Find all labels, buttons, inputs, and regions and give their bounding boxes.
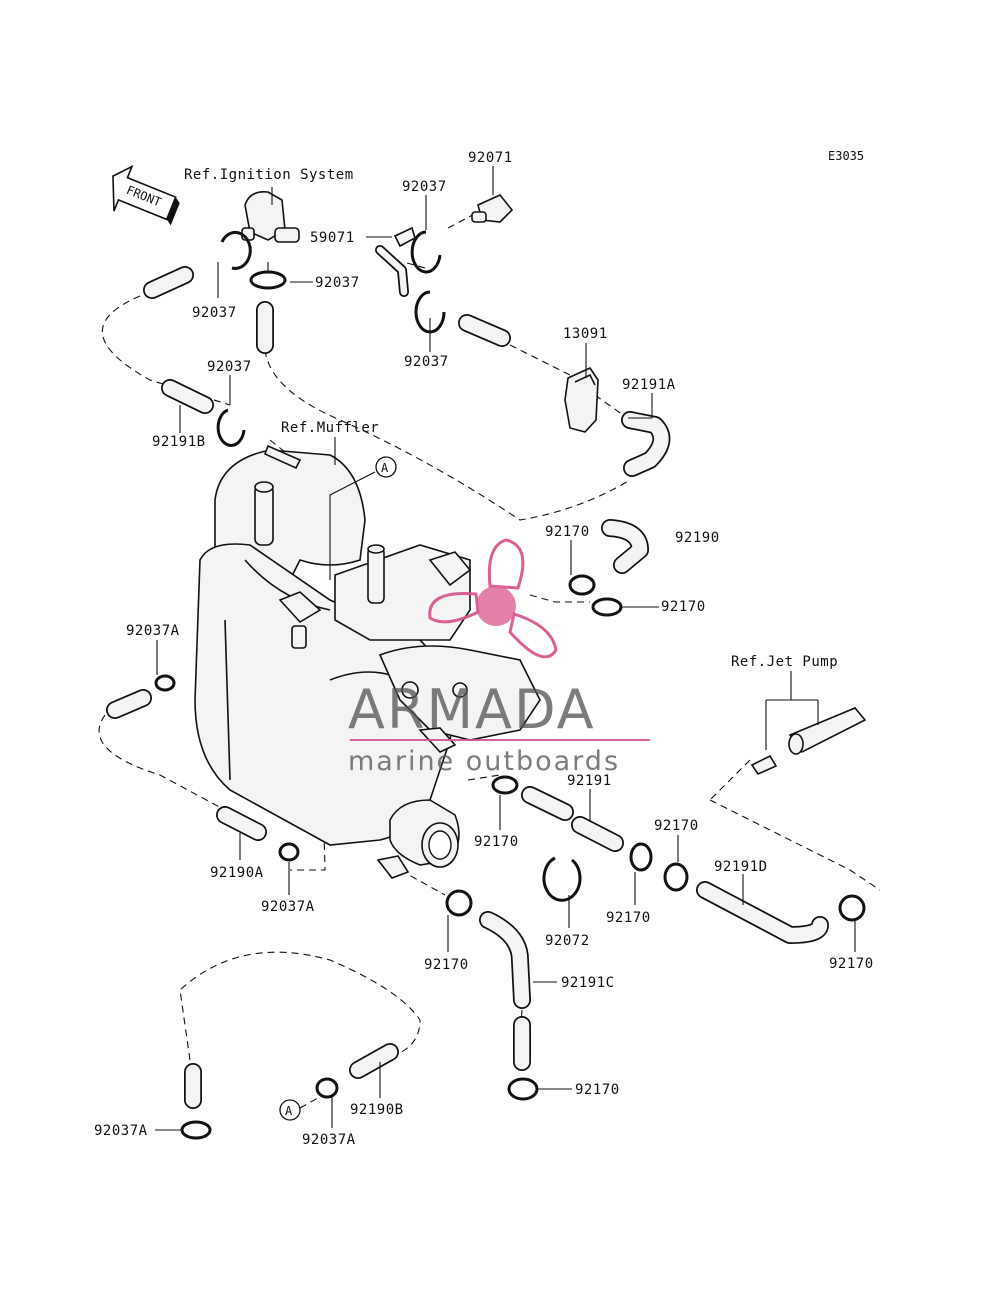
ignition-fitting — [241, 190, 300, 243]
routing-line — [447, 209, 483, 229]
clamp-icon — [542, 856, 582, 902]
part-label: 92170 — [654, 818, 699, 834]
clamp-icon — [507, 1077, 539, 1101]
part-label: 92071 — [468, 150, 513, 166]
clamp-icon — [663, 862, 689, 892]
part-13091-block — [564, 366, 599, 433]
clamp-icon — [154, 674, 176, 692]
clamp-icon — [414, 290, 446, 334]
clamp-icon — [838, 894, 866, 922]
clamp-rings — [154, 230, 866, 1140]
routing-line — [101, 295, 231, 406]
part-label: 92037 — [207, 359, 252, 375]
part-label: 92037A — [94, 1123, 148, 1139]
part-label: 92037 — [404, 354, 449, 370]
part-labels: 92071 92037 59071 92037 92037 92037 1309… — [94, 150, 874, 1148]
callout-a-upper: A — [375, 456, 397, 478]
clamp-icon — [568, 574, 596, 596]
part-label: 92191B — [152, 434, 206, 450]
watermark-brand: ARMADA — [348, 678, 596, 741]
armada-watermark: ARMADA marine outboards — [348, 538, 650, 777]
clamp-icon — [410, 230, 442, 274]
diagram-code: E3035 — [828, 149, 864, 163]
part-label: 92170 — [424, 957, 469, 973]
ref-jet-pump: Ref.Jet Pump — [731, 654, 838, 670]
clamp-icon — [278, 842, 300, 862]
callout-a-lower: A — [279, 1099, 301, 1121]
ref-ignition-system: Ref.Ignition System — [184, 167, 354, 183]
routing-line — [709, 799, 881, 891]
clamp-icon — [491, 775, 519, 795]
part-label: 92170 — [575, 1082, 620, 1098]
part-label: 92037 — [402, 179, 447, 195]
routing-line — [299, 1097, 319, 1109]
part-label: 92170 — [474, 834, 519, 850]
clamp-icon — [629, 842, 653, 872]
svg-text:A: A — [381, 461, 389, 475]
clamp-icon — [445, 889, 473, 917]
part-label: 92191D — [714, 859, 768, 875]
part-label: 92191 — [567, 773, 612, 789]
ref-muffler: Ref.Muffler — [281, 420, 379, 436]
clamp-icon — [180, 1120, 212, 1140]
part-59071-elbow — [375, 226, 416, 297]
routing-line — [709, 759, 751, 801]
part-label: 92037A — [261, 899, 315, 915]
routing-line — [98, 714, 226, 811]
part-label: 92191A — [622, 377, 676, 393]
part-label: 92170 — [661, 599, 706, 615]
part-label: 92037 — [315, 275, 360, 291]
part-label: 92072 — [545, 933, 590, 949]
svg-text:A: A — [285, 1104, 293, 1118]
front-arrow-icon: FRONT — [112, 164, 180, 226]
part-label: 92190B — [350, 1102, 404, 1118]
propeller-logo-icon — [428, 538, 558, 659]
leader-lines — [155, 166, 856, 1131]
clamp-icon — [315, 1077, 339, 1099]
routing-line — [509, 344, 571, 376]
jet-pump-nozzle — [750, 707, 867, 776]
routing-line — [264, 349, 631, 521]
part-label: 92170 — [606, 910, 651, 926]
part-label: 92037A — [302, 1132, 356, 1148]
routing-line — [467, 774, 501, 781]
leader-line — [329, 471, 376, 580]
routing-line — [399, 869, 446, 896]
clamp-icon — [249, 270, 287, 290]
part-label: 92190 — [675, 530, 720, 546]
part-label: 92037A — [126, 623, 180, 639]
clamp-icon — [216, 408, 246, 447]
routing-line — [529, 594, 590, 603]
part-92071-fitting — [471, 194, 514, 223]
part-label: 92190A — [210, 865, 264, 881]
watermark-tagline: marine outboards — [348, 746, 620, 777]
part-label: 92037 — [192, 305, 237, 321]
routing-line — [179, 951, 421, 1061]
clamp-icon — [220, 230, 252, 270]
part-label: 92170 — [829, 956, 874, 972]
routing-line — [406, 262, 426, 269]
clamp-icon — [591, 597, 623, 617]
part-label: 59071 — [310, 230, 355, 246]
muffler-body — [194, 444, 541, 879]
part-label: 13091 — [563, 326, 608, 342]
hose-segments — [106, 266, 829, 1109]
part-label: 92191C — [561, 975, 615, 991]
part-label: 92170 — [545, 524, 590, 540]
